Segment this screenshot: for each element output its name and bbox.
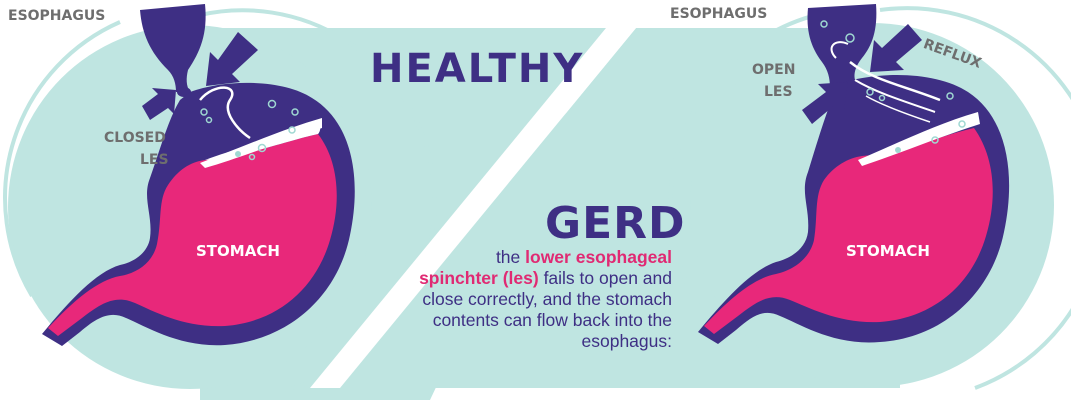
gerd-stomach-label: STOMACH bbox=[846, 242, 930, 260]
healthy-les-label-line2: LES bbox=[140, 152, 169, 168]
healthy-esophagus-label: ESOPHAGUS bbox=[8, 8, 105, 24]
gerd-description: the lower esophageal spinchter (les) fai… bbox=[418, 247, 672, 352]
gerd-title: GERD bbox=[545, 198, 686, 249]
gerd-les-label-line2: LES bbox=[764, 84, 793, 100]
healthy-title: HEALTHY bbox=[370, 46, 584, 92]
bubble bbox=[235, 151, 241, 157]
healthy-stomach-label: STOMACH bbox=[196, 242, 280, 260]
gerd-les-label-line1: OPEN bbox=[752, 62, 795, 78]
healthy-les-label-line1: CLOSED bbox=[104, 130, 166, 146]
gerd-esophagus-label: ESOPHAGUS bbox=[670, 6, 767, 22]
gerd-diagram bbox=[670, 4, 1071, 388]
gerd-description-prefix: the bbox=[496, 247, 525, 267]
bubble bbox=[895, 147, 901, 153]
